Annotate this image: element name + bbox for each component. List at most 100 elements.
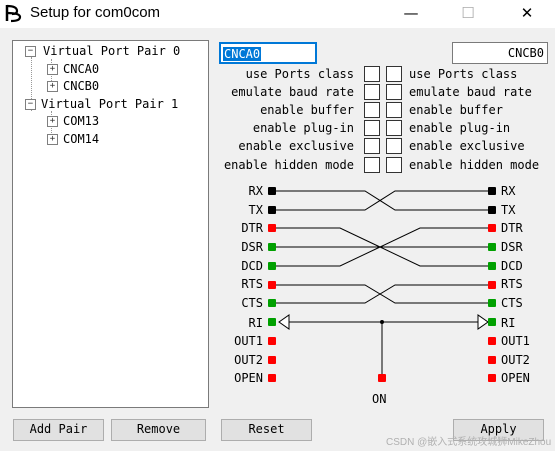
port-pair-tree[interactable]: −Virtual Port Pair 0 +CNCA0 +CNCB0 −Virt… — [12, 40, 209, 408]
port-a-name-value: CNCA0 — [223, 47, 262, 61]
signal-label-b: TX — [501, 203, 516, 217]
option-label-a: emulate baud rate — [231, 85, 354, 99]
dsr-a-status-dot — [268, 243, 276, 251]
tree-item-label: CNCB0 — [63, 79, 100, 93]
watermark: CSDN @嵌入式系统攻城狮MikeZhou — [386, 437, 552, 448]
checkbox-a-buffer[interactable] — [364, 102, 380, 118]
expand-icon[interactable]: + — [47, 134, 58, 145]
cts-b-status-dot — [488, 299, 496, 307]
signal-label-a: OPEN — [234, 371, 263, 385]
tree-item-port[interactable]: + CNCB0 — [47, 78, 99, 94]
checkbox-a-plug-in[interactable] — [364, 120, 380, 136]
signal-label-a: OUT2 — [234, 353, 263, 367]
option-label-a: enable exclusive — [238, 139, 354, 153]
signal-label-a: DSR — [241, 240, 263, 254]
minimize-button[interactable]: — — [403, 4, 419, 22]
signal-label-a: TX — [248, 203, 263, 217]
tree-item-port[interactable]: + CNCA0 — [47, 61, 99, 77]
tree-item-label: Virtual Port Pair 0 — [43, 44, 181, 58]
tree-guide — [31, 57, 32, 111]
expand-icon[interactable]: + — [47, 64, 58, 75]
close-button[interactable]: ✕ — [520, 4, 534, 22]
tree-item-pair-0[interactable]: −Virtual Port Pair 0 — [25, 43, 182, 59]
on-status-dot — [378, 374, 386, 382]
add-pair-button[interactable]: Add Pair — [13, 419, 104, 441]
option-label-b: enable exclusive — [409, 139, 525, 153]
option-label-a: enable buffer — [260, 103, 354, 117]
checkbox-a-emulate-baud[interactable] — [364, 84, 380, 100]
window-title: Setup for com0com — [30, 4, 161, 21]
cts-a-status-dot — [268, 299, 276, 307]
tree-item-port[interactable]: + COM13 — [47, 113, 99, 129]
expand-icon[interactable]: + — [47, 116, 58, 127]
option-label-a: enable plug-in — [252, 121, 354, 135]
checkbox-b-plug-in[interactable] — [386, 120, 402, 136]
tx-b-status-dot — [488, 206, 496, 214]
wire-cts-rts — [273, 284, 491, 304]
checkbox-b-buffer[interactable] — [386, 102, 402, 118]
signal-label-b: OPEN — [501, 371, 530, 385]
open-b-status-dot — [488, 374, 496, 382]
signal-label-a: OUT1 — [234, 334, 263, 348]
signal-label-b: DTR — [501, 221, 523, 235]
wire-tx-rx — [273, 190, 491, 211]
junction-dot — [380, 320, 384, 324]
signal-label-b: RTS — [501, 277, 523, 291]
signal-label-a: RTS — [241, 277, 263, 291]
option-label-a: use Ports class — [245, 67, 354, 81]
open-a-status-dot — [268, 374, 276, 382]
dcd-a-status-dot — [268, 262, 276, 270]
signal-label-b: RX — [501, 184, 516, 198]
option-label-b: enable hidden mode — [409, 158, 540, 172]
app-icon — [5, 4, 22, 23]
signal-label-b: OUT2 — [501, 353, 530, 367]
checkbox-b-hidden-mode[interactable] — [386, 157, 402, 173]
port-a-name-input[interactable]: CNCA0 — [219, 42, 317, 64]
dsr-b-status-dot — [488, 243, 496, 251]
tree-item-pair-1[interactable]: −Virtual Port Pair 1 — [25, 96, 178, 112]
tx-a-status-dot — [268, 206, 276, 214]
signal-label-a: DTR — [241, 221, 263, 235]
rts-a-status-dot — [268, 281, 276, 289]
out1-b-status-dot — [488, 337, 496, 345]
tree-item-label: COM13 — [63, 114, 100, 128]
signal-label-a: CTS — [241, 296, 263, 310]
collapse-icon[interactable]: − — [25, 99, 36, 110]
tree-item-label: CNCA0 — [63, 62, 100, 76]
option-label-b: use Ports class — [409, 67, 518, 81]
maximize-button[interactable]: ☐ — [461, 4, 475, 22]
on-label: ON — [372, 392, 387, 406]
out2-a-status-dot — [268, 356, 276, 364]
tree-item-port[interactable]: + COM14 — [47, 131, 99, 147]
checkbox-b-emulate-baud[interactable] — [386, 84, 402, 100]
wire-rts-cts — [273, 284, 491, 304]
option-label-b: emulate baud rate — [409, 85, 532, 99]
signal-label-b: DCD — [501, 259, 523, 273]
signal-label-b: RI — [501, 316, 516, 330]
out2-b-status-dot — [488, 356, 496, 364]
checkbox-a-exclusive[interactable] — [364, 138, 380, 154]
remove-button[interactable]: Remove — [111, 419, 206, 441]
expand-icon[interactable]: + — [47, 81, 58, 92]
rx-b-status-dot — [488, 187, 496, 195]
checkbox-a-hidden-mode[interactable] — [364, 157, 380, 173]
port-b-name-value: CNCB0 — [507, 46, 544, 60]
collapse-icon[interactable]: − — [25, 46, 36, 57]
apply-button[interactable]: Apply — [453, 419, 544, 441]
dtr-b-status-dot — [488, 224, 496, 232]
ri-left-arrow-icon — [278, 314, 290, 330]
ri-right-arrow-icon — [477, 314, 489, 330]
port-b-name-input[interactable]: CNCB0 — [452, 42, 548, 64]
ri-b-status-dot — [488, 318, 496, 326]
title-bar — [0, 0, 555, 28]
checkbox-a-ports-class[interactable] — [364, 66, 380, 82]
out1-a-status-dot — [268, 337, 276, 345]
tree-item-label: COM14 — [63, 132, 100, 146]
checkbox-b-exclusive[interactable] — [386, 138, 402, 154]
dcd-b-status-dot — [488, 262, 496, 270]
checkbox-b-ports-class[interactable] — [386, 66, 402, 82]
wire-rx-tx — [273, 190, 491, 211]
signal-label-b: DSR — [501, 240, 523, 254]
reset-button[interactable]: Reset — [221, 419, 312, 441]
